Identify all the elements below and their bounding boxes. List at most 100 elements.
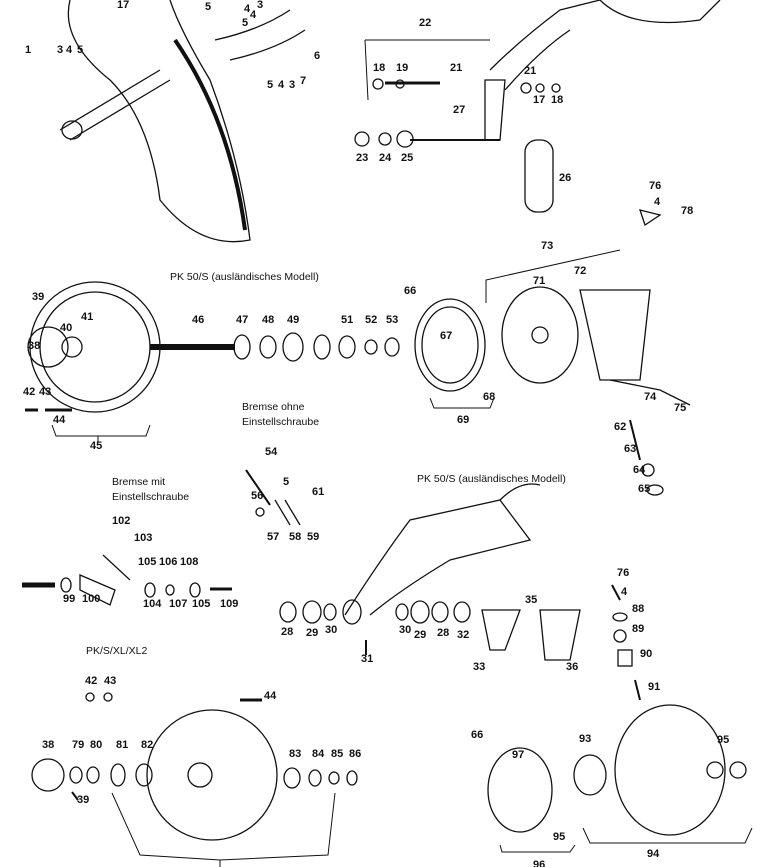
part-number-label: 40 [60, 322, 73, 334]
part-number-label: 75 [674, 402, 687, 414]
part-number-label: 64 [633, 464, 646, 476]
part-number-label: 23 [356, 152, 369, 164]
part-number-label: 4 [654, 196, 661, 208]
part-number-label: 61 [312, 486, 325, 498]
part-number-label: 4 [250, 9, 257, 21]
part-number-label: 104 [143, 598, 162, 610]
part-number-label: 43 [104, 675, 117, 687]
part-number-label: 21 [524, 65, 537, 77]
part-number-label: 86 [349, 748, 362, 760]
part-number-label: 28 [437, 627, 450, 639]
part-number-label: 26 [559, 172, 572, 184]
part-number-label: 44 [264, 690, 277, 702]
part-number-label: 24 [379, 152, 392, 164]
part-number-label: 66 [404, 285, 417, 297]
part-number-label: 43 [39, 386, 52, 398]
part-number-label: 39 [77, 794, 90, 806]
caption-text: PK 50/S (ausländisches Modell) [170, 271, 319, 283]
part-number-label: 7 [300, 75, 307, 87]
part-number-label: 39 [32, 291, 45, 303]
part-number-label: 107 [169, 598, 188, 610]
caption-text: Einstellschraube [112, 491, 190, 503]
part-number-label: 95 [717, 734, 730, 746]
part-number-label: 4 [278, 79, 285, 91]
part-number-label: 30 [399, 624, 412, 636]
part-number-label: 49 [287, 314, 300, 326]
part-number-label: 106 [159, 556, 178, 568]
part-number-label: 93 [579, 733, 592, 745]
front-mudguard [59, 0, 306, 243]
part-number-label: 68 [483, 391, 496, 403]
part-number-label: 45 [90, 440, 103, 452]
part-number-label: 47 [236, 314, 249, 326]
part-number-label: 105 [192, 598, 211, 610]
part-number-label: 63 [624, 443, 637, 455]
part-number-label: 69 [457, 414, 470, 426]
part-number-label: 3 [289, 79, 296, 91]
part-number-label: 99 [63, 593, 76, 605]
brake-drum-hub-pk50s [25, 281, 400, 442]
part-number-label: 25 [401, 152, 414, 164]
brake-shoes-and-backplate [414, 209, 691, 496]
part-number-label: 96 [533, 859, 546, 867]
part-number-label: 56 [251, 490, 264, 502]
part-number-label: 3 [57, 44, 64, 56]
part-number-label: 102 [112, 515, 131, 527]
caption-text: PK/S/XL/XL2 [86, 645, 148, 657]
part-number-label: 82 [141, 739, 154, 751]
part-number-label: 5 [242, 17, 249, 29]
part-number-label: 79 [72, 739, 85, 751]
part-number-label: 22 [419, 17, 432, 29]
part-number-label: 81 [116, 739, 129, 751]
part-number-label: 17 [533, 94, 546, 106]
swing-arm-pk50s [279, 483, 581, 661]
part-number-label: 32 [457, 629, 470, 641]
part-number-label: 5 [205, 1, 212, 13]
part-number-label: 109 [220, 598, 239, 610]
part-number-label: 54 [265, 446, 278, 458]
caption-text: Einstellschraube [242, 416, 320, 428]
part-number-label: 5 [267, 79, 274, 91]
part-number-label: 76 [649, 180, 662, 192]
brake-lever-arm [354, 0, 721, 213]
part-number-label: 5 [77, 44, 84, 56]
part-number-label: 94 [647, 848, 660, 860]
part-number-label: 38 [42, 739, 55, 751]
part-number-label: 19 [396, 62, 409, 74]
part-number-label: 95 [553, 831, 566, 843]
part-number-label: 21 [450, 62, 463, 74]
part-number-label: 41 [81, 311, 94, 323]
part-number-label: 44 [53, 414, 66, 426]
part-number-label: 78 [681, 205, 694, 217]
part-number-label: 17 [117, 0, 130, 11]
part-number-label: 74 [644, 391, 657, 403]
rear-brake-drum-pkxl [31, 692, 358, 867]
part-number-label: 4 [66, 44, 73, 56]
part-number-label: 100 [82, 593, 101, 605]
part-number-label: 91 [648, 681, 661, 693]
part-number-label: 35 [525, 594, 538, 606]
part-number-label: 42 [85, 675, 98, 687]
caption-text: PK 50/S (ausländisches Modell) [417, 473, 566, 485]
part-number-label: 89 [632, 623, 645, 635]
caption-text: Bremse ohne [242, 401, 305, 413]
part-number-label: 84 [312, 748, 325, 760]
part-number-label: 6 [314, 50, 321, 62]
part-number-label: 88 [632, 603, 645, 615]
part-number-label: 4 [244, 3, 251, 15]
part-number-label: 71 [533, 275, 546, 287]
part-number-label: 36 [566, 661, 579, 673]
part-number-label: 27 [453, 104, 466, 116]
part-number-label: 58 [289, 531, 302, 543]
part-number-label: 5 [283, 476, 290, 488]
part-number-label: 103 [134, 532, 153, 544]
part-number-label: 65 [638, 483, 651, 495]
part-number-label: 18 [551, 94, 564, 106]
part-number-label: 51 [341, 314, 354, 326]
part-number-label: 1 [25, 44, 32, 56]
caption-text: Bremse mit [112, 476, 166, 488]
part-number-label: 52 [365, 314, 378, 326]
part-number-label: 80 [90, 739, 103, 751]
